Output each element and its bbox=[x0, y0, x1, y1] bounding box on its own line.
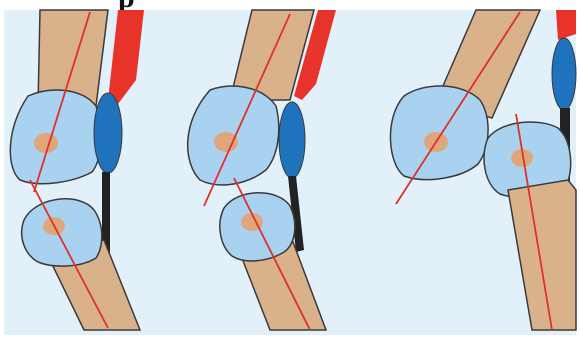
tendon-bulb-right bbox=[552, 38, 576, 110]
tibia-head-left bbox=[22, 199, 102, 266]
center-marker-femur-left bbox=[34, 133, 58, 153]
tendon-bulb-middle bbox=[279, 102, 305, 178]
tendon-bulb-left bbox=[94, 93, 122, 173]
center-marker-femur-middle bbox=[214, 132, 238, 152]
femur-condyle-left bbox=[10, 90, 101, 184]
